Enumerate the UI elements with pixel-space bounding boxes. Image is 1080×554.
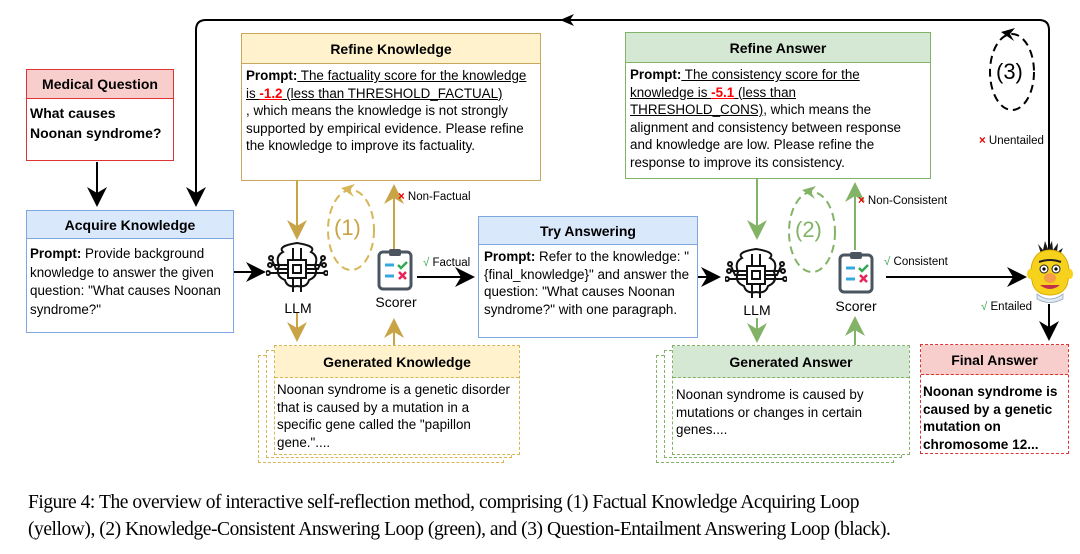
llm2-label: LLM bbox=[743, 302, 771, 318]
non-factual-text: Non-Factual bbox=[404, 191, 471, 203]
final-answer-box: Final Answer Noonan syndrome is caused b… bbox=[920, 344, 1069, 454]
prompt-label: Prompt: bbox=[630, 67, 682, 82]
figure-caption: Figure 4: The overview of interactive se… bbox=[28, 489, 1080, 543]
cross-icon: × bbox=[979, 135, 986, 147]
factuality-score: -1.2 bbox=[259, 85, 283, 101]
loop2-arrowhead bbox=[802, 186, 816, 199]
non-consistent-text: Non-Consistent bbox=[864, 195, 948, 207]
consistent-label: √ Consistent bbox=[884, 256, 948, 268]
try-answering-title: Try Answering bbox=[479, 217, 697, 245]
prompt-underlined-post: (less than THRESHOLD_FACTUAL) bbox=[282, 85, 503, 101]
unentailed-label: × Unentailed bbox=[979, 135, 1044, 147]
entailed-label: √ Entailed bbox=[981, 301, 1032, 313]
prompt-label: Prompt: bbox=[484, 249, 536, 264]
final-answer-title: Final Answer bbox=[921, 345, 1068, 375]
generated-answer-title: Generated Answer bbox=[673, 346, 909, 378]
llm1-label: LLM bbox=[284, 300, 312, 316]
try-answering-prompt: Prompt: Refer to the knowledge: "{final_… bbox=[479, 245, 697, 321]
medical-question-title: Medical Question bbox=[27, 70, 173, 99]
generated-knowledge-box: Generated Knowledge Noonan syndrome is a… bbox=[274, 345, 520, 455]
refine-knowledge-prompt: Prompt: The factuality score for the kno… bbox=[242, 64, 540, 158]
loop2-ellipse bbox=[788, 191, 836, 273]
non-consistent-label: × Non-Consistent bbox=[858, 195, 947, 207]
loop2-number: (2) bbox=[795, 217, 822, 242]
generated-knowledge-text: Noonan syndrome is a genetic disorder th… bbox=[277, 382, 510, 450]
check-icon: √ bbox=[423, 257, 430, 269]
llm-brain-chip-icon bbox=[725, 247, 787, 298]
medical-question-text: What causes Noonan syndrome? bbox=[30, 105, 162, 141]
caption-line-2: (yellow), (2) Knowledge-Consistent Answe… bbox=[28, 519, 891, 540]
loop3-return-path bbox=[186, 19, 1050, 250]
scorer-clipboard-icon bbox=[838, 252, 874, 294]
factual-label: √ Factual bbox=[423, 257, 470, 269]
prompt-label: Prompt: bbox=[246, 68, 298, 83]
scorer2-label: Scorer bbox=[835, 298, 877, 314]
refine-knowledge-title: Refine Knowledge bbox=[242, 34, 540, 64]
try-answering-box: Try Answering Prompt: Refer to the knowl… bbox=[478, 216, 698, 338]
cross-icon: × bbox=[858, 195, 865, 207]
refine-answer-prompt: Prompt: The consistency score for the kn… bbox=[626, 63, 930, 174]
loop1-arrowhead bbox=[341, 184, 355, 197]
refine-answer-title: Refine Answer bbox=[626, 33, 930, 63]
acquire-knowledge-prompt: Prompt: Provide background knowledge to … bbox=[27, 239, 233, 325]
generated-knowledge-title: Generated Knowledge bbox=[275, 346, 519, 378]
acquire-knowledge-title: Acquire Knowledge bbox=[27, 211, 233, 239]
prompt-rest: , which means the knowledge is not stron… bbox=[246, 103, 524, 153]
check-icon: √ bbox=[884, 256, 891, 268]
refine-knowledge-box: Refine Knowledge Prompt: The factuality … bbox=[241, 33, 541, 181]
loop3-small-arrowhead bbox=[1001, 28, 1015, 41]
loop3-arrowhead bbox=[560, 14, 574, 26]
acquire-knowledge-box: Acquire Knowledge Prompt: Provide backgr… bbox=[26, 210, 234, 333]
scorer1-label: Scorer bbox=[375, 294, 417, 310]
bert-evaluator-icon bbox=[1027, 241, 1073, 303]
llm-brain-chip-icon bbox=[266, 241, 328, 292]
medical-question-box: Medical Question What causes Noonan synd… bbox=[26, 69, 174, 161]
prompt-underlined-pre: The consistency score for the knowledge … bbox=[630, 67, 860, 100]
loop1-number: (1) bbox=[334, 215, 361, 240]
loop1-ellipse bbox=[327, 189, 375, 271]
generated-answer-box: Generated Answer Noonan syndrome is caus… bbox=[672, 345, 910, 455]
prompt-rest: , which means the alignment and consiste… bbox=[630, 102, 901, 170]
unentailed-text: Unentailed bbox=[985, 135, 1044, 147]
consistency-score: -5.1 bbox=[711, 84, 735, 100]
scorer-clipboard-icon bbox=[377, 249, 413, 291]
generated-answer-text: Noonan syndrome is caused by mutations o… bbox=[676, 387, 864, 437]
factual-text: Factual bbox=[429, 257, 471, 269]
consistent-text: Consistent bbox=[890, 256, 948, 268]
entailed-text: Entailed bbox=[987, 301, 1033, 313]
prompt-text: Provide background knowledge to answer t… bbox=[30, 246, 221, 317]
prompt-label: Prompt: bbox=[30, 246, 82, 261]
final-answer-text: Noonan syndrome is caused by a genetic m… bbox=[923, 384, 1058, 452]
cross-icon: × bbox=[398, 191, 405, 203]
prompt-underlined-post: (less than THRESHOLD_CONS) bbox=[630, 84, 796, 118]
non-factual-label: × Non-Factual bbox=[398, 191, 471, 203]
prompt-text: Refer to the knowledge: "{final_knowledg… bbox=[484, 249, 690, 317]
loop3-ellipse bbox=[989, 33, 1035, 111]
loop3-number: (3) bbox=[996, 59, 1023, 84]
caption-line-1: Figure 4: The overview of interactive se… bbox=[28, 492, 860, 513]
refine-answer-box: Refine Answer Prompt: The consistency sc… bbox=[625, 32, 931, 179]
prompt-underlined-pre: The factuality score for the knowledge i… bbox=[246, 68, 527, 101]
check-icon: √ bbox=[981, 301, 988, 313]
